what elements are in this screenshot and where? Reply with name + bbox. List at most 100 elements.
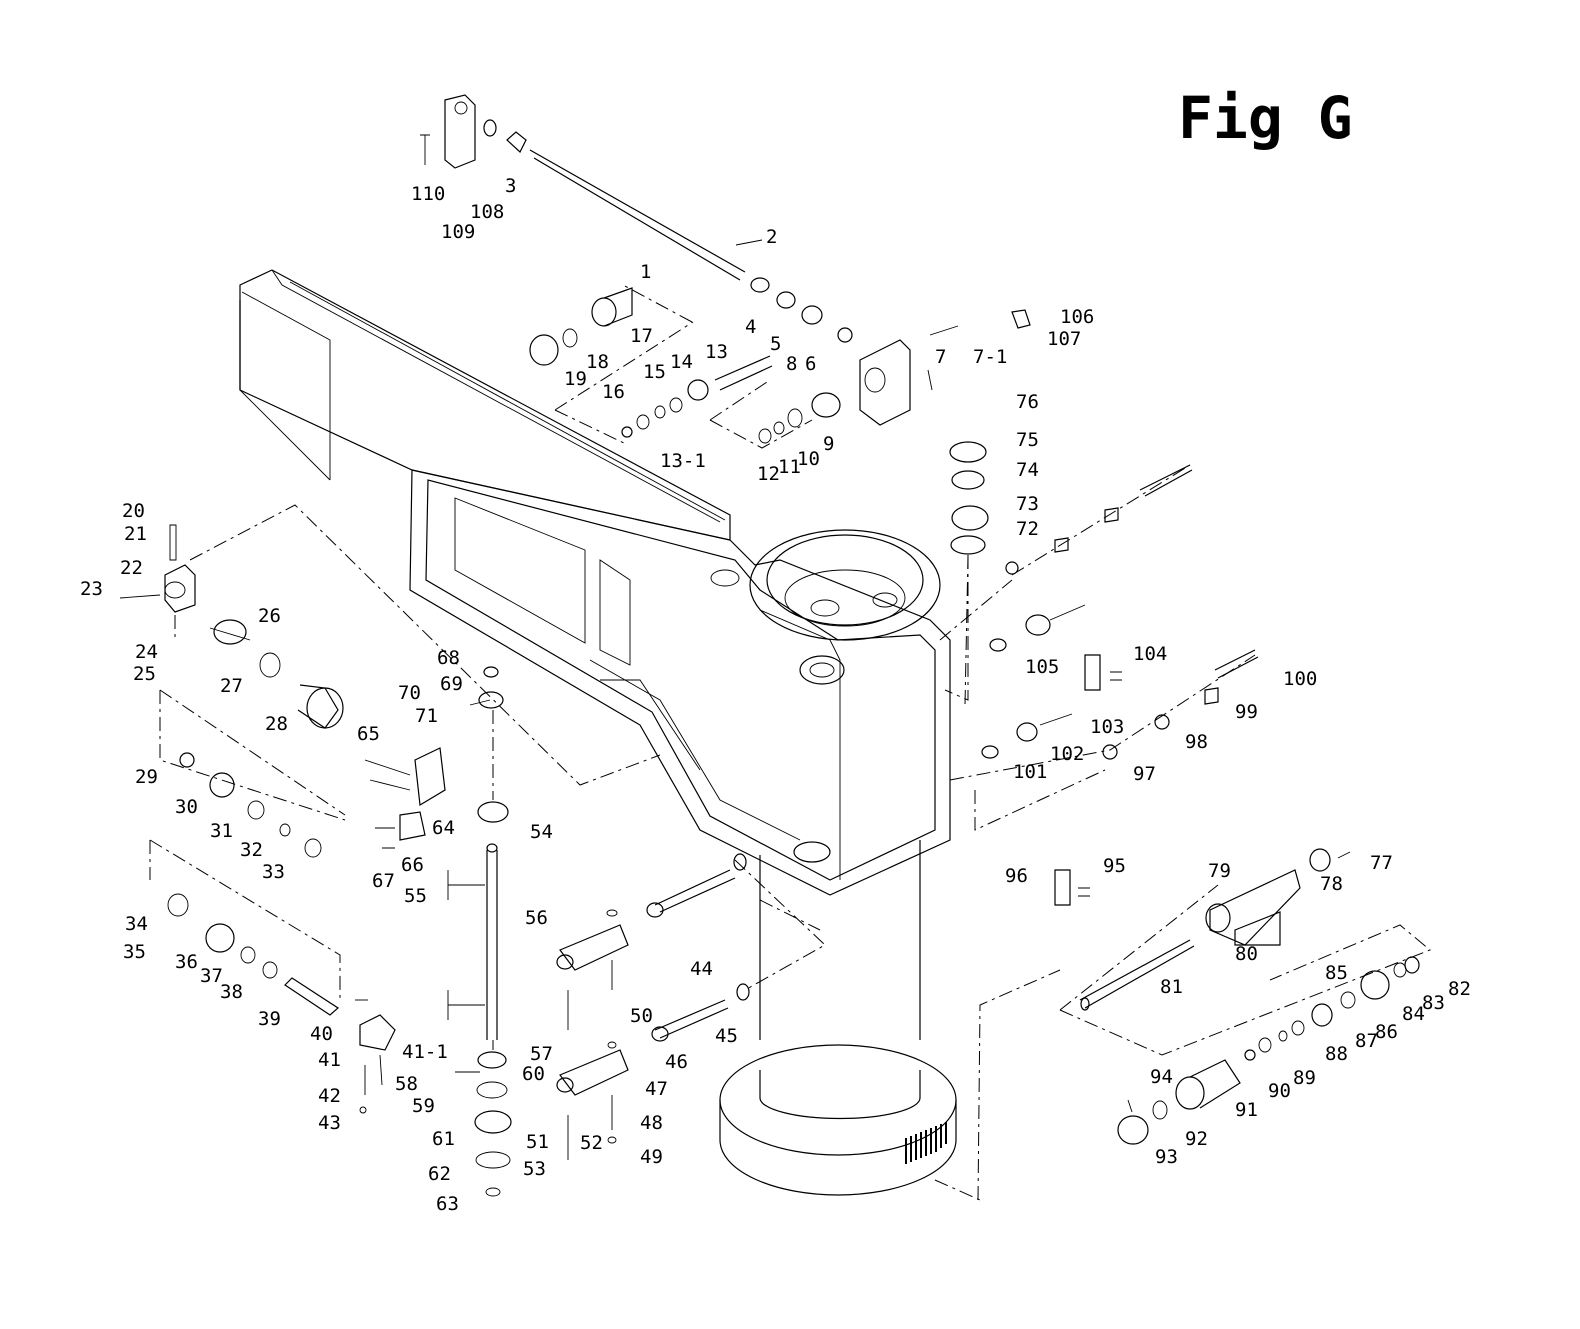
part-label: 67 (372, 870, 395, 892)
part-label: 110 (411, 183, 445, 205)
left-side-assembly (119, 504, 826, 1197)
part-label: 86 (1375, 1021, 1398, 1043)
part-label: 76 (1016, 391, 1039, 413)
part-label: 14 (670, 351, 693, 373)
part-label: 59 (412, 1095, 435, 1117)
part-label: 8 (786, 353, 797, 375)
part-label: 58 (395, 1073, 418, 1095)
part-label: 9 (823, 433, 834, 455)
part-label: 93 (1155, 1146, 1178, 1168)
part-label: 35 (123, 941, 146, 963)
part-label: 31 (210, 820, 233, 842)
part-label: 45 (715, 1025, 738, 1047)
part-label: 94 (1150, 1066, 1173, 1088)
part-label: 70 (398, 682, 421, 704)
part-label: 41-1 (402, 1041, 448, 1063)
part-label: 26 (258, 605, 281, 627)
part-label: 37 (200, 965, 223, 987)
part-label: 25 (133, 663, 156, 685)
part-label: 3 (505, 175, 516, 197)
part-label: 72 (1016, 518, 1039, 540)
part-label: 81 (1160, 976, 1183, 998)
part-label: 85 (1325, 962, 1348, 984)
part-label: 16 (602, 381, 625, 403)
part-label: 18 (586, 351, 609, 373)
part-label: 4 (745, 316, 756, 338)
part-label: 78 (1320, 873, 1343, 895)
right-shaft-assembly (934, 649, 1431, 1201)
part-label: 33 (262, 861, 285, 883)
part-label: 56 (525, 907, 548, 929)
part-label: 11 (778, 456, 801, 478)
part-label: 7-1 (973, 346, 1007, 368)
part-label: 23 (80, 578, 103, 600)
part-label: 57 (530, 1043, 553, 1065)
figure-title: Fig G (1178, 84, 1353, 152)
part-label: 92 (1185, 1128, 1208, 1150)
part-label: 64 (432, 817, 455, 839)
part-label: 109 (441, 221, 475, 243)
part-label: 54 (530, 821, 553, 843)
part-label: 13 (705, 341, 728, 363)
part-label: 88 (1325, 1043, 1348, 1065)
part-label: 101 (1013, 761, 1047, 783)
part-label: 96 (1005, 865, 1028, 887)
part-label: 44 (690, 958, 713, 980)
part-label: 28 (265, 713, 288, 735)
part-label: 29 (135, 766, 158, 788)
part-label: 55 (404, 885, 427, 907)
part-label: 53 (523, 1158, 546, 1180)
lead-screw-assembly (420, 94, 1193, 706)
part-label: 68 (437, 647, 460, 669)
part-label: 73 (1016, 493, 1039, 515)
part-label: 10 (797, 448, 820, 470)
part-label: 43 (318, 1112, 341, 1134)
part-label: 100 (1283, 668, 1317, 690)
part-label: 66 (401, 854, 424, 876)
part-label: 87 (1355, 1030, 1378, 1052)
part-label: 49 (640, 1146, 663, 1168)
part-label: 99 (1235, 701, 1258, 723)
part-label: 22 (120, 557, 143, 579)
part-label: 104 (1133, 643, 1167, 665)
part-label: 102 (1050, 743, 1084, 765)
part-label: 46 (665, 1051, 688, 1073)
part-label: 84 (1402, 1003, 1425, 1025)
part-label: 7 (935, 346, 946, 368)
part-label: 13-1 (660, 450, 706, 472)
part-label: 79 (1208, 860, 1231, 882)
part-label: 15 (643, 361, 666, 383)
part-label: 27 (220, 675, 243, 697)
part-label: 80 (1235, 943, 1258, 965)
part-label: 89 (1293, 1067, 1316, 1089)
part-label: 20 (122, 500, 145, 522)
part-label: 63 (436, 1193, 459, 1215)
part-label: 39 (258, 1008, 281, 1030)
part-label: 5 (770, 333, 781, 355)
part-label: 60 (522, 1063, 545, 1085)
part-label: 71 (415, 705, 438, 727)
part-label: 12 (757, 463, 780, 485)
part-label: 17 (630, 325, 653, 347)
part-label: 2 (766, 226, 777, 248)
part-label: 106 (1060, 306, 1094, 328)
part-label: 41 (318, 1049, 341, 1071)
part-label: 47 (645, 1078, 668, 1100)
part-label: 103 (1090, 716, 1124, 738)
part-label: 52 (580, 1132, 603, 1154)
part-label: 40 (310, 1023, 333, 1045)
part-label: 50 (630, 1005, 653, 1027)
part-label: 21 (124, 523, 147, 545)
part-label: 24 (135, 641, 158, 663)
part-label: 38 (220, 981, 243, 1003)
part-label: 30 (175, 796, 198, 818)
part-label: 62 (428, 1163, 451, 1185)
part-label: 48 (640, 1112, 663, 1134)
part-label: 36 (175, 951, 198, 973)
part-label: 108 (470, 201, 504, 223)
part-label: 107 (1047, 328, 1081, 350)
part-label: 42 (318, 1085, 341, 1107)
part-label: 95 (1103, 855, 1126, 877)
